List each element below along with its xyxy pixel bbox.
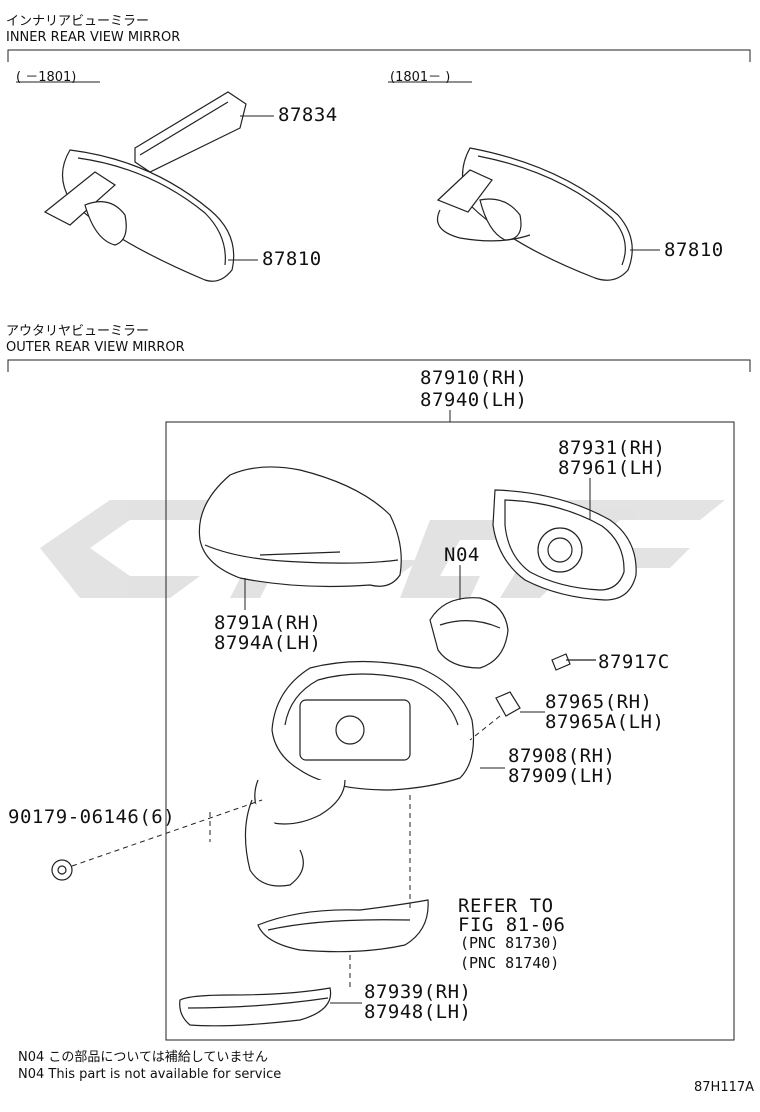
inner-range-right: (1801－ ) <box>390 70 451 85</box>
mirror-motor <box>429 597 509 669</box>
part-number-87834[interactable]: 87834 <box>278 104 338 126</box>
garnish <box>179 987 332 1027</box>
inner-mirror-left <box>43 149 235 282</box>
part-number-87810-right[interactable]: 87810 <box>664 239 724 261</box>
mirror-body <box>244 660 475 887</box>
refer-line-1: REFER TO <box>458 895 554 917</box>
inner-range-left: ( －1801) <box>16 70 77 85</box>
part-nut[interactable]: 90179-06146(6) <box>8 806 176 828</box>
mirror-cover-87834 <box>134 91 247 173</box>
part-cover-rh[interactable]: 8791A(RH) <box>214 612 322 634</box>
footnote-en: N04 This part is not available for servi… <box>18 1067 282 1082</box>
screw-87917c <box>551 653 596 671</box>
part-screw[interactable]: 87917C <box>598 651 670 673</box>
outer-title-jp: アウタリヤビューミラー <box>6 324 150 339</box>
mirror-glass <box>492 489 637 601</box>
nut-90179 <box>51 859 73 881</box>
part-garnish-lh[interactable]: 87948(LH) <box>364 1001 472 1023</box>
part-glass-lh[interactable]: 87961(LH) <box>558 457 666 479</box>
part-lamp-rh[interactable]: 87965(RH) <box>545 691 653 713</box>
refer-line-4: (PNC 81740) <box>460 954 560 972</box>
figure-id: 87H117A <box>694 1080 755 1095</box>
inner-title-en: INNER REAR VIEW MIRROR <box>6 30 181 45</box>
part-body-lh[interactable]: 87909(LH) <box>508 765 616 787</box>
inner-section-frame <box>7 49 751 83</box>
inner-mirror-right <box>436 147 633 281</box>
part-n04[interactable]: N04 <box>444 544 480 566</box>
part-number-87810-left[interactable]: 87810 <box>262 248 322 270</box>
assembly-lh[interactable]: 87940(LH) <box>420 389 528 411</box>
part-glass-rh[interactable]: 87931(RH) <box>558 437 666 459</box>
side-lamp <box>495 691 521 717</box>
dashed-guides <box>71 715 501 990</box>
mirror-cap <box>198 466 402 588</box>
outer-title-en: OUTER REAR VIEW MIRROR <box>6 340 185 355</box>
part-cover-lh[interactable]: 8794A(LH) <box>214 632 322 654</box>
footnote-jp: N04 この部品については補給していません <box>18 1050 268 1065</box>
part-body-rh[interactable]: 87908(RH) <box>508 745 616 767</box>
refer-line-2[interactable]: FIG 81-06 <box>458 914 566 936</box>
leader-lines <box>228 115 660 1004</box>
inner-title-jp: インナリアビューミラー <box>6 14 150 29</box>
turn-lamp <box>257 899 429 953</box>
refer-line-3: (PNC 81730) <box>460 934 560 952</box>
part-garnish-rh[interactable]: 87939(RH) <box>364 981 472 1003</box>
assembly-rh[interactable]: 87910(RH) <box>420 367 528 389</box>
part-lamp-lh[interactable]: 87965A(LH) <box>545 711 665 733</box>
